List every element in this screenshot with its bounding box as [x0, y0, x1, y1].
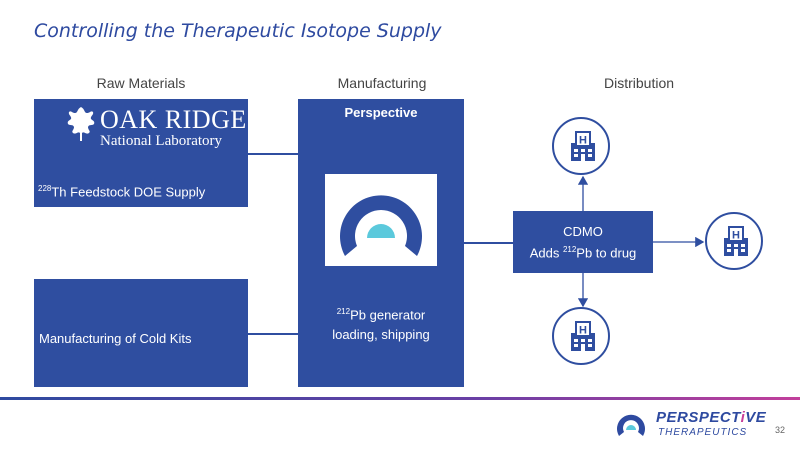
ornl-name-line2: National Laboratory — [100, 133, 223, 149]
cdmo-box: CDMO Adds 212Pb to drug — [513, 211, 653, 273]
cdmo-suffix: Pb to drug — [576, 245, 637, 261]
connector-ornl-to-perspective — [248, 153, 298, 155]
brand-name: PERSPECTiVE — [656, 409, 766, 426]
ornl-feedstock-box: OAK RIDGE National Laboratory 228Th Feed… — [34, 99, 248, 207]
feedstock-label: 228Th Feedstock DOE Supply — [38, 184, 205, 199]
brand-name-main: PERSPECT — [656, 409, 741, 426]
oak-leaf-icon — [67, 107, 95, 141]
page-number: 32 — [775, 425, 786, 435]
cdmo-prefix: Adds — [529, 245, 563, 261]
connector-coldkits-to-perspective — [248, 333, 298, 335]
cold-kits-box: Manufacturing of Cold Kits — [34, 279, 248, 387]
feedstock-text: Th Feedstock DOE Supply — [51, 184, 206, 200]
svg-text:H: H — [579, 325, 587, 337]
hospital-bottom: H — [552, 307, 610, 365]
hospital-right: H — [705, 212, 763, 270]
brand-subtitle: THERAPEUTICS — [658, 427, 748, 438]
hospital-icon: H — [571, 321, 595, 351]
column-header-distribution: Distribution — [603, 75, 675, 91]
hospital-icon: H — [571, 131, 595, 161]
cdmo-isotope-superscript: 212 — [562, 245, 577, 254]
column-header-raw-materials: Raw Materials — [96, 75, 186, 91]
generator-label: 212Pb generator loading, shipping — [298, 302, 464, 345]
slide-title: Controlling the Therapeutic Isotope Supp… — [34, 20, 442, 42]
manufacturing-company-name: Perspective — [344, 105, 418, 120]
hospital-icon: H — [724, 226, 748, 256]
cold-kits-label: Manufacturing of Cold Kits — [39, 331, 192, 346]
cdmo-title: CDMO — [563, 224, 603, 239]
generator-line1: Pb generator — [350, 307, 426, 323]
hospital-top: H — [552, 117, 610, 175]
svg-text:H: H — [732, 230, 740, 242]
ornl-name-line1: OAK RIDGE — [100, 105, 247, 134]
feedstock-isotope-superscript: 228 — [38, 184, 52, 193]
svg-text:H: H — [579, 135, 587, 147]
footer-gradient-bar — [0, 397, 800, 400]
perspective-logo-panel — [325, 174, 437, 266]
connector-perspective-to-cdmo — [464, 242, 513, 244]
brand-name-end: VE — [745, 409, 767, 426]
generator-isotope-superscript: 212 — [336, 307, 351, 316]
perspective-logo-icon — [340, 195, 422, 256]
cdmo-label: CDMO Adds 212Pb to drug — [513, 223, 653, 262]
generator-line2: loading, shipping — [332, 327, 430, 343]
perspective-brand-logo-icon — [617, 414, 645, 436]
column-header-manufacturing: Manufacturing — [337, 75, 427, 91]
brand-name-accent: i — [740, 409, 746, 426]
